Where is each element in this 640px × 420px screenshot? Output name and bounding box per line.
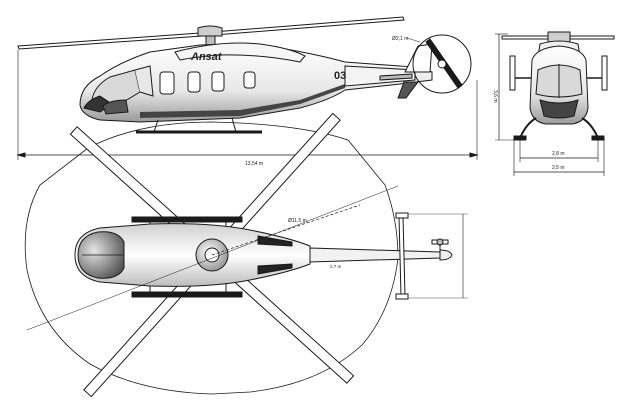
side-cabin-window-4 xyxy=(243,71,256,89)
main-rotor-diameter-label: Ø11,5 m xyxy=(288,218,307,224)
side-length-label: 13,54 m xyxy=(245,161,263,167)
side-lower-window xyxy=(102,99,129,115)
top-diameter-full-line xyxy=(26,185,399,331)
top-rotor-disc-arc xyxy=(24,121,399,395)
top-endplate-lower xyxy=(395,293,409,300)
side-ventral-fin xyxy=(397,81,419,99)
side-view xyxy=(16,16,479,160)
side-cabin-window-2 xyxy=(187,71,201,93)
tail-rotor-leader-line xyxy=(406,37,421,43)
top-tail-boom xyxy=(309,247,441,263)
front-skid-leg-left xyxy=(519,117,537,139)
side-fuselage xyxy=(79,43,433,123)
side-livery-name: Ansat xyxy=(190,51,223,63)
side-tail-rotor-hub xyxy=(437,59,447,69)
side-length-arrow-right xyxy=(469,152,479,158)
front-endplate-right xyxy=(601,55,608,91)
side-tail-rotor-disc xyxy=(412,34,472,94)
side-fuselage-number: 03 xyxy=(334,70,346,82)
top-tail-tip xyxy=(439,249,453,261)
top-engine-inlet-right xyxy=(257,263,293,275)
side-vertical-fin xyxy=(404,43,433,73)
tail-rotor-diameter-label: Ø2,1 m xyxy=(392,36,408,42)
side-rotor-hub xyxy=(197,25,223,37)
front-height-label: 3,6 m xyxy=(492,90,498,103)
front-track-label: 2,8 m xyxy=(552,151,565,157)
top-endplate-upper xyxy=(395,212,409,219)
front-chin-window xyxy=(539,99,579,119)
stabilizer-span-label: 2,7 m xyxy=(330,264,342,269)
front-skid-leg-right xyxy=(581,117,599,139)
top-horizontal-stabilizer xyxy=(398,215,406,297)
front-skid-left xyxy=(513,135,527,141)
side-belly-stripe xyxy=(140,84,345,118)
side-cockpit-window xyxy=(91,69,141,105)
top-engine-inlet-left xyxy=(257,235,293,247)
front-width-label: 2,5 m xyxy=(552,165,565,171)
side-horizontal-stabilizer xyxy=(379,73,413,81)
top-view xyxy=(24,112,468,398)
side-engine-cowling xyxy=(174,42,306,63)
top-skid-right xyxy=(131,291,243,298)
side-length-arrow-left xyxy=(16,152,26,158)
side-skid-strut-rear xyxy=(231,117,237,133)
top-skid-left xyxy=(131,216,243,223)
top-diameter-line xyxy=(211,204,361,256)
side-cabin-window-3 xyxy=(211,71,225,92)
side-cockpit-frame xyxy=(134,65,154,97)
front-view xyxy=(495,31,615,176)
side-cabin-window-1 xyxy=(159,71,175,95)
front-endplate-left xyxy=(509,55,516,91)
front-skid-right xyxy=(591,135,605,141)
